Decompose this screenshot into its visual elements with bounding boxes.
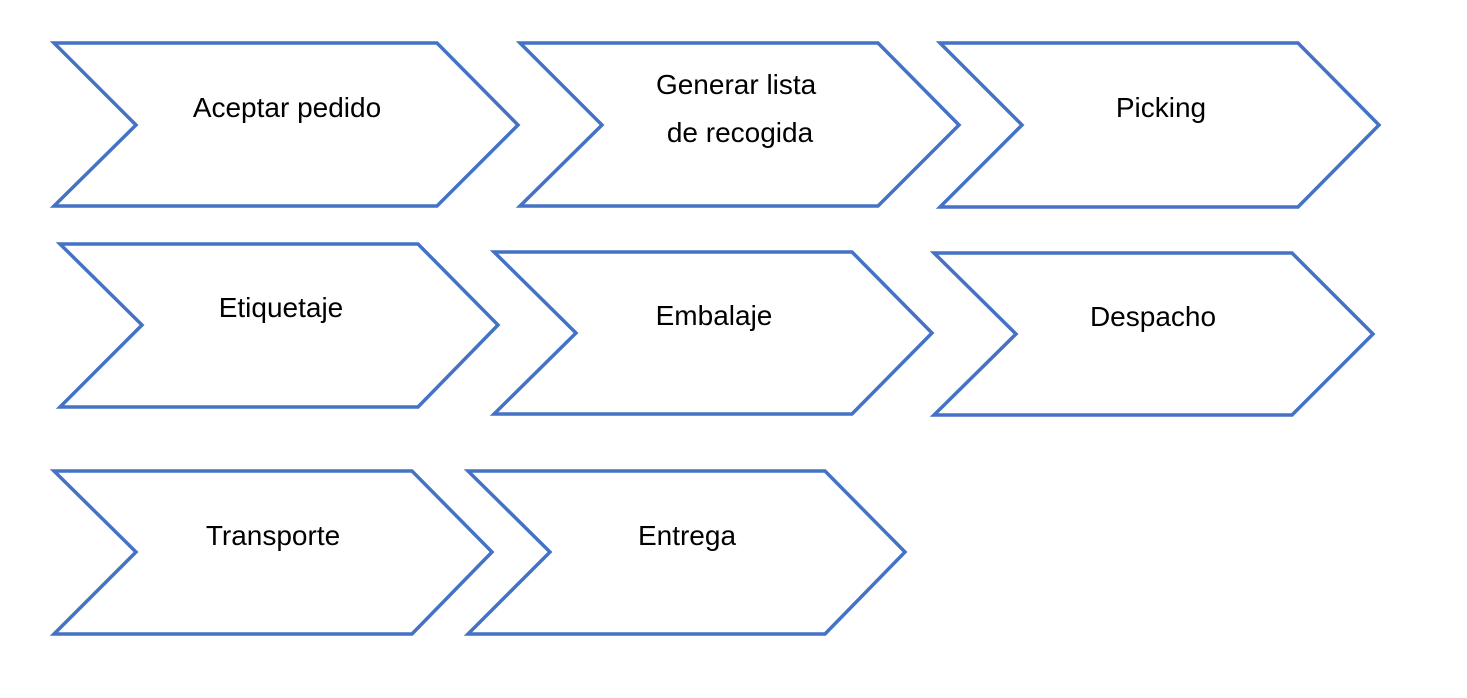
step-label: Picking xyxy=(1116,92,1206,123)
step-label-line: Despacho xyxy=(1090,301,1216,332)
step-entrega: Entrega xyxy=(463,469,908,636)
chevron-shape xyxy=(929,251,1376,417)
step-label: Generar lista de recogida xyxy=(656,69,824,148)
step-etiquetaje: Etiquetaje xyxy=(55,242,501,409)
step-despacho: Despacho xyxy=(929,251,1376,417)
step-label-line: Etiquetaje xyxy=(219,292,344,323)
step-label: Entrega xyxy=(638,520,736,551)
step-embalaje: Embalaje xyxy=(489,250,935,416)
chevron-shape xyxy=(935,41,1382,209)
step-label: Despacho xyxy=(1090,301,1216,332)
step-label-line: Transporte xyxy=(206,520,340,551)
step-label-line: Aceptar pedido xyxy=(193,92,381,123)
chevron-shape xyxy=(489,250,935,416)
step-picking: Picking xyxy=(935,41,1382,209)
step-label: Aceptar pedido xyxy=(193,92,381,123)
step-label-line: Generar lista xyxy=(656,69,817,100)
step-label-line: Embalaje xyxy=(656,300,773,331)
chevron-shape xyxy=(463,469,908,636)
step-label: Embalaje xyxy=(656,300,773,331)
step-generar-lista: Generar lista de recogida xyxy=(515,41,962,208)
chevron-shape xyxy=(49,469,495,636)
step-label: Transporte xyxy=(206,520,340,551)
chevron-shape xyxy=(515,41,962,208)
step-label: Etiquetaje xyxy=(219,292,344,323)
step-label-line: Entrega xyxy=(638,520,736,551)
step-transporte: Transporte xyxy=(49,469,495,636)
step-label-line: de recogida xyxy=(667,117,814,148)
chevron-shape xyxy=(49,41,521,208)
step-label-line: Picking xyxy=(1116,92,1206,123)
chevron-shape xyxy=(55,242,501,409)
step-aceptar-pedido: Aceptar pedido xyxy=(49,41,521,208)
